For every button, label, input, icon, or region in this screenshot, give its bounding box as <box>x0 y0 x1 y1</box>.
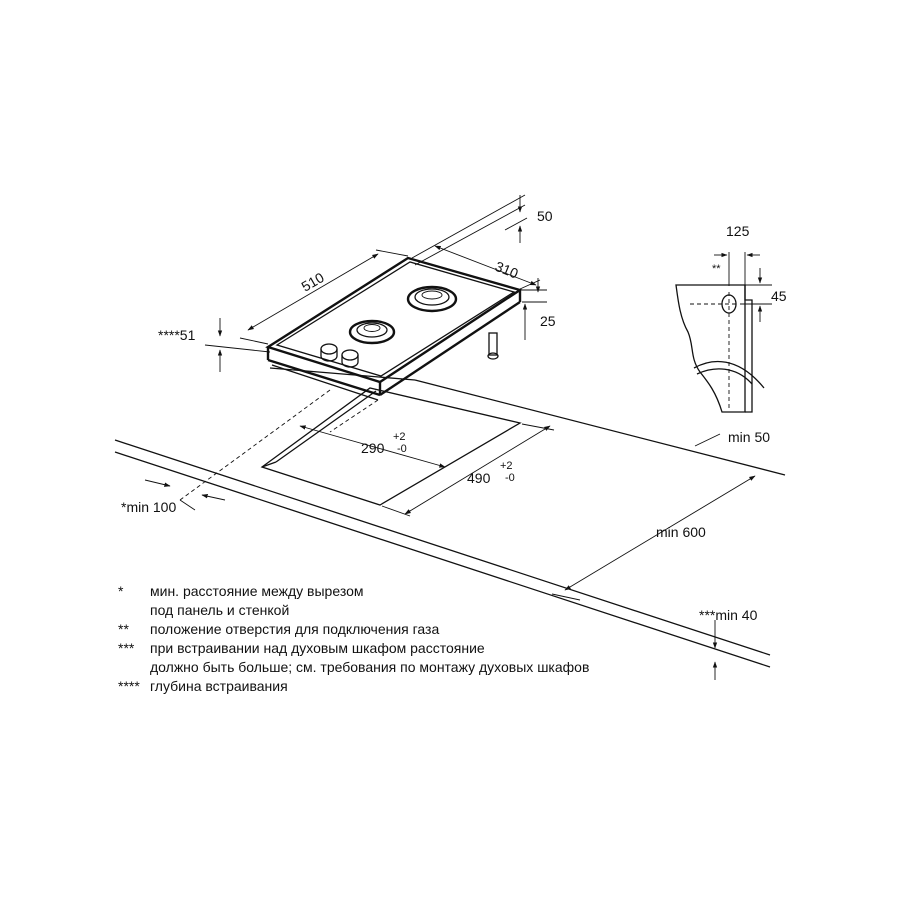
dim-cutout-width-tol-minus: -0 <box>397 443 407 455</box>
dim-min-side: *min 100 <box>121 499 176 515</box>
dim-depth-mark: ****51 <box>158 327 196 343</box>
countertop <box>114 367 786 668</box>
control-knobs <box>320 343 359 368</box>
note-1-mark: * <box>118 583 124 599</box>
note-1: * мин. расстояние между вырезом <box>118 582 589 601</box>
note-4-mark: **** <box>118 678 140 694</box>
dim-cutout-length-tol-minus: -0 <box>505 472 515 484</box>
note-3-mark: *** <box>118 640 135 656</box>
note-4-line-1: глубина встраивания <box>150 678 288 694</box>
dim-cutout-length-value: 490 <box>467 470 491 486</box>
burner-large <box>406 285 458 313</box>
dim-width-front: 310 <box>493 258 521 282</box>
note-1-line-2: под панель и стенкой <box>150 602 290 618</box>
dim-min-back: min 50 <box>728 429 770 445</box>
note-2-line-1: положение отверстия для подключения газа <box>150 621 440 637</box>
legend-notes: * мин. расстояние между вырезом под пане… <box>118 582 589 696</box>
dim-cutout-width: 290 +2 -0 <box>361 431 407 456</box>
dim-length: 510 <box>299 269 327 295</box>
dim-gas-height: 45 <box>771 288 787 304</box>
note-4: **** глубина встраивания <box>118 677 589 696</box>
note-3-line-2: должно быть больше; см. требования по мо… <box>150 659 590 675</box>
dashed-guides <box>179 389 379 501</box>
note-2: ** положение отверстия для подключения г… <box>118 620 589 639</box>
dimension-lines <box>144 194 756 680</box>
dim-cutout-length: 490 +2 -0 <box>467 460 515 486</box>
burner-small <box>348 319 396 345</box>
note-3: *** при встраивании над духовым шкафом р… <box>118 639 589 658</box>
dim-depth-top: 50 <box>537 208 553 224</box>
gas-connection-detail <box>675 252 772 413</box>
dim-cutout-width-value: 290 <box>361 440 385 456</box>
dim-height: 25 <box>540 313 556 329</box>
note-3-line-1: при встраивании над духовым шкафом расст… <box>150 640 485 656</box>
dim-min-depth: min 600 <box>656 524 706 540</box>
dim-gas-mark: ** <box>712 263 721 275</box>
cutout-opening <box>260 387 522 506</box>
dim-cutout-length-tol-plus: +2 <box>500 460 513 472</box>
gas-inlet-pipe <box>487 332 499 360</box>
dim-gas-offset: 125 <box>726 223 750 239</box>
note-2-mark: ** <box>118 621 129 637</box>
dim-min-below: ***min 40 <box>699 607 758 623</box>
note-1-line-1: мин. расстояние между вырезом <box>150 583 364 599</box>
dim-cutout-width-tol-plus: +2 <box>393 431 406 443</box>
